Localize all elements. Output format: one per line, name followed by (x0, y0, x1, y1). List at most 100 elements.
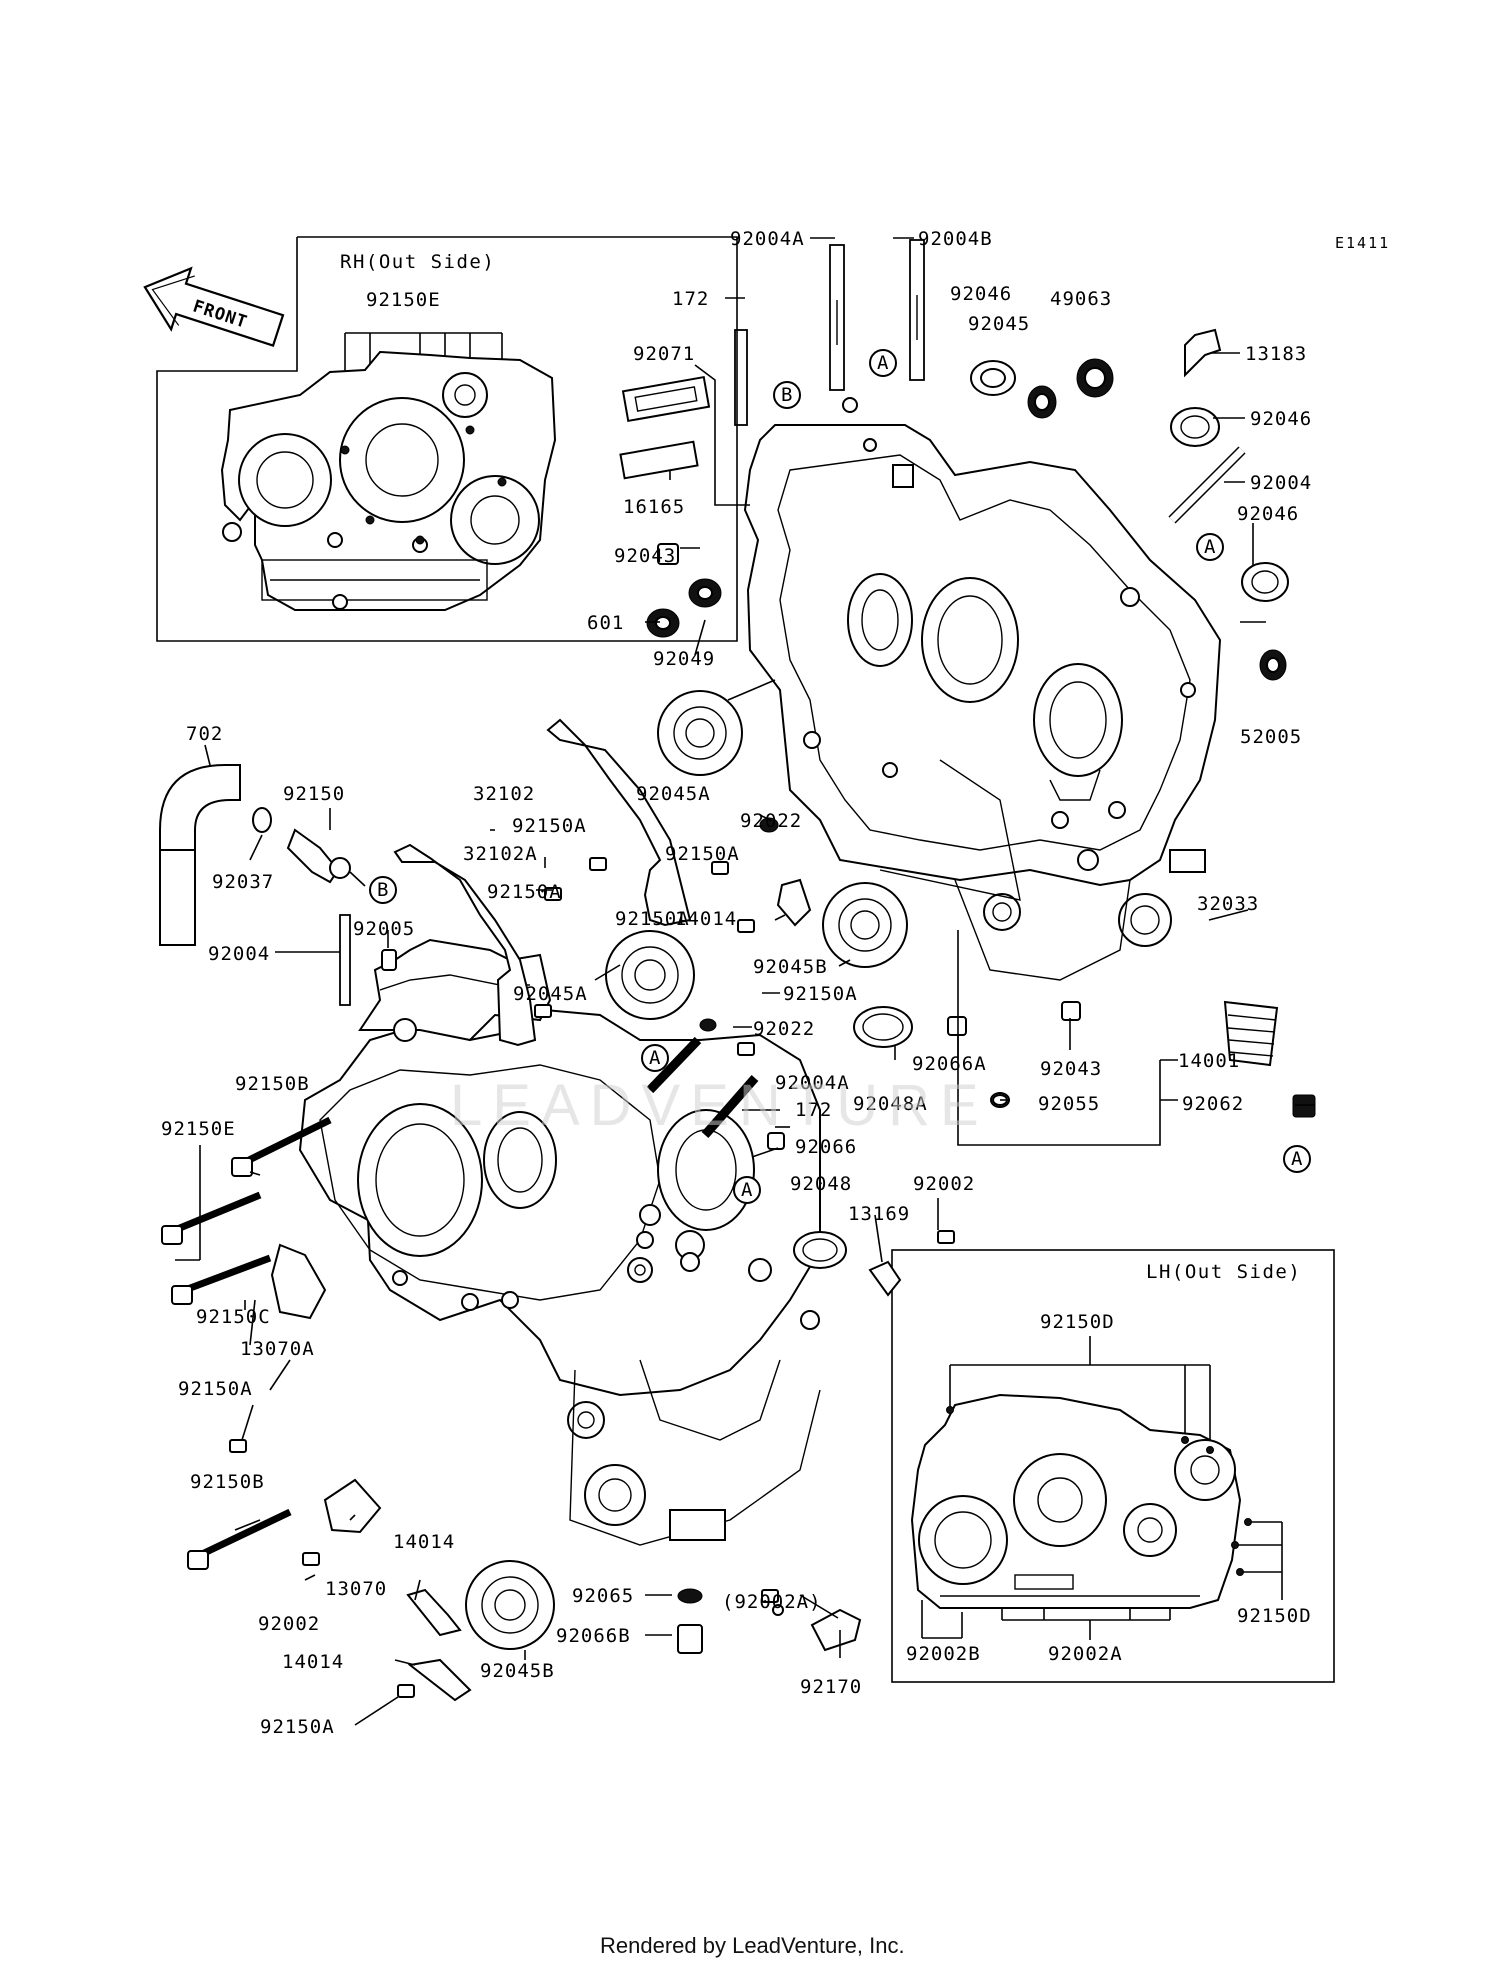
callout-b: B (369, 876, 397, 904)
part-label: 13183 (1245, 343, 1307, 365)
part-label: 32033 (1197, 893, 1259, 915)
lh-inset-part-top: 92150D (1040, 1311, 1115, 1333)
part-label: 14014 (282, 1651, 344, 1673)
part-label: 13070 (325, 1578, 387, 1600)
part-label: 92150A (615, 908, 690, 930)
part-label: 92022 (740, 810, 802, 832)
rh-inset-part-label: 92150E (366, 289, 441, 311)
part-label: 92046 (1250, 408, 1312, 430)
part-label: 172 (795, 1099, 832, 1121)
lh-outside-inset: LH(Out Side) 92150D 92150D 92002B 92002A (891, 1249, 1335, 1683)
rh-inset-title: RH(Out Side) (340, 251, 495, 273)
svg-text:A: A (1204, 536, 1216, 558)
part-label: 92150A (260, 1716, 335, 1738)
part-label: 13169 (848, 1203, 910, 1225)
rh-outside-inset: RH(Out Side) 92150E FRONT (143, 236, 738, 642)
part-label: 172 (672, 288, 709, 310)
exploded-parts (159, 239, 1316, 1702)
part-label: 32102 (473, 783, 535, 805)
part-label: (92002A) (722, 1591, 822, 1613)
lh-inset-part-right: 92150D (1237, 1605, 1312, 1627)
svg-text:A: A (649, 1047, 661, 1069)
part-label: 92150A (512, 815, 587, 837)
part-label: 92150B (190, 1471, 265, 1493)
part-label: 92150E (161, 1118, 236, 1140)
part-label: 14014 (675, 908, 737, 930)
part-label: 92004A (775, 1072, 850, 1094)
lh-inset-part-bm: 92002A (1048, 1643, 1123, 1665)
part-label: 14014 (393, 1531, 455, 1553)
part-labels: 92004A 92004B 172 92046 49063 92045 1318… (161, 228, 1312, 1738)
callout-a: A (733, 1176, 761, 1204)
part-label: 92002 (258, 1613, 320, 1635)
part-label: 92045 (968, 313, 1030, 335)
part-label: 92048A (853, 1093, 928, 1115)
part-label: 16165 (623, 496, 685, 518)
diagram-code: E1411 (1335, 234, 1390, 252)
part-label: 92045B (753, 956, 828, 978)
callout-a: A (1196, 533, 1224, 561)
part-label: 92066B (556, 1625, 631, 1647)
callout-a: A (869, 349, 897, 377)
part-label: 92004B (918, 228, 993, 250)
part-label: 32102A (463, 843, 538, 865)
part-label: 52005 (1240, 726, 1302, 748)
part-label: 49063 (1050, 288, 1112, 310)
front-arrow-icon: FRONT (143, 266, 285, 347)
svg-text:A: A (1291, 1148, 1303, 1170)
rh-engine-drawing (220, 350, 557, 611)
svg-text:B: B (377, 879, 389, 901)
part-label: 92065 (572, 1585, 634, 1607)
footer-credit: Rendered by LeadVenture, Inc. (600, 1933, 905, 1958)
callout-b: B (773, 381, 801, 409)
part-label: 92022 (753, 1018, 815, 1040)
watermark: LEADVENTURE (450, 1073, 989, 1138)
part-label: 92002 (913, 1173, 975, 1195)
lh-inset-part-bl: 92002B (906, 1643, 981, 1665)
callout-circles: A B A B A A A (369, 349, 1311, 1204)
part-label: 92043 (614, 545, 676, 567)
part-label: 92046 (950, 283, 1012, 305)
part-label: 92150B (235, 1073, 310, 1095)
callout-a: A (1283, 1145, 1311, 1173)
part-label: 92150C (196, 1306, 271, 1328)
part-label: 92037 (212, 871, 274, 893)
part-label: 92150A (783, 983, 858, 1005)
part-label: 92150A (178, 1378, 253, 1400)
lh-inset-title: LH(Out Side) (1146, 1261, 1301, 1283)
callout-a: A (641, 1044, 669, 1072)
part-label: 14001 (1178, 1050, 1240, 1072)
part-label: 92049 (653, 648, 715, 670)
part-label: 92004 (208, 943, 270, 965)
part-label: 92055 (1038, 1093, 1100, 1115)
part-label: 702 (186, 723, 223, 745)
part-label: 92150 (283, 783, 345, 805)
part-label: 92150A (665, 843, 740, 865)
part-label: 92066 (795, 1136, 857, 1158)
part-label: 92045A (636, 783, 711, 805)
svg-text:A: A (741, 1179, 753, 1201)
part-label: 92071 (633, 343, 695, 365)
part-label: 601 (587, 612, 624, 634)
lh-engine-drawing (910, 1393, 1252, 1609)
part-label: 92150A (487, 881, 562, 903)
crankcase-right-half (743, 392, 1222, 981)
crankcase-left-half (298, 938, 821, 1546)
part-label: 92046 (1237, 503, 1299, 525)
part-label: 92004A (730, 228, 805, 250)
part-label: 92045B (480, 1660, 555, 1682)
svg-text:B: B (781, 384, 793, 406)
leader-lines (175, 237, 1315, 1726)
part-label: 13070A (240, 1338, 315, 1360)
svg-text:A: A (877, 352, 889, 374)
part-label: 92062 (1182, 1093, 1244, 1115)
part-label: 92066A (912, 1053, 987, 1075)
part-label: 92043 (1040, 1058, 1102, 1080)
part-label: 92045A (513, 983, 588, 1005)
part-label: 92004 (1250, 472, 1312, 494)
part-label: 92048 (790, 1173, 852, 1195)
part-label: 92170 (800, 1676, 862, 1698)
part-label: 92005 (353, 918, 415, 940)
